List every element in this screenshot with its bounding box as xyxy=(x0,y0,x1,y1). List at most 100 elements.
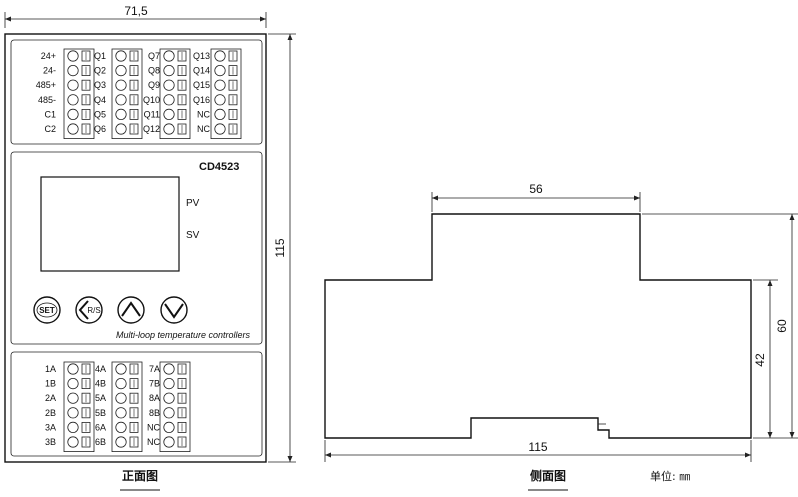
run-stop-arrow-icon xyxy=(78,300,89,320)
product-caption: Multi-loop temperature controllers xyxy=(116,330,251,340)
terminal-slot-icon xyxy=(228,94,238,106)
unit-label: 单位: ㎜ xyxy=(650,469,690,483)
terminal-screw-icon xyxy=(67,123,79,135)
terminal-slot-icon xyxy=(177,109,187,120)
terminal-label: Q2 xyxy=(94,66,106,76)
terminal-label: 7B xyxy=(149,379,160,389)
terminal-slot-icon xyxy=(129,363,139,375)
terminal-screw-icon xyxy=(115,377,127,390)
terminal-strip xyxy=(210,48,242,139)
terminal-strip xyxy=(159,48,191,139)
display-window xyxy=(40,176,180,272)
terminal-label: 485- xyxy=(38,95,56,105)
terminal-label: 2B xyxy=(45,408,56,418)
terminal-slot-icon xyxy=(81,79,91,91)
terminal-label: 3A xyxy=(45,422,56,432)
terminal-label: 24+ xyxy=(41,51,56,61)
terminal-label: Q5 xyxy=(94,109,106,119)
terminal-label: C2 xyxy=(44,124,56,134)
terminal-slot-icon xyxy=(228,50,238,62)
terminal-label: Q1 xyxy=(94,51,106,61)
terminal-screw-icon xyxy=(115,436,127,448)
terminal-slot-icon xyxy=(177,79,187,91)
terminal-screw-icon xyxy=(115,94,127,106)
front-view: 71,5 115 24+24-485+485-C1C2Q1Q2Q3Q4Q5Q6Q… xyxy=(4,4,296,491)
up-arrow-icon xyxy=(121,301,141,317)
terminal-slot-icon xyxy=(81,363,91,375)
terminal-screw-icon xyxy=(67,79,79,91)
pv-label: PV xyxy=(186,198,200,209)
terminal-label: 8A xyxy=(149,393,160,403)
terminal-label: Q16 xyxy=(193,95,210,105)
terminal-slot-icon xyxy=(129,65,139,76)
terminal-label: 4A xyxy=(95,364,106,374)
terminal-screw-icon xyxy=(214,50,226,62)
terminal-screw-icon xyxy=(67,392,79,404)
terminal-label: NC xyxy=(197,109,210,119)
terminal-label: 1B xyxy=(45,379,56,389)
terminal-screw-icon xyxy=(163,377,175,390)
terminal-screw-icon xyxy=(115,407,127,419)
terminal-label: Q4 xyxy=(94,95,106,105)
terminal-slot-icon xyxy=(177,94,187,106)
model-number: CD4523 xyxy=(199,161,239,173)
set-button[interactable]: SET xyxy=(33,296,61,324)
control-panel xyxy=(10,151,263,345)
side-view-title: 侧面图 xyxy=(530,468,566,483)
terminal-screw-icon xyxy=(115,79,127,91)
terminal-strip xyxy=(111,361,143,452)
terminal-screw-icon xyxy=(115,50,127,62)
terminal-screw-icon xyxy=(214,94,226,106)
terminal-label: Q14 xyxy=(193,66,210,76)
terminal-screw-icon xyxy=(163,407,175,419)
terminal-label: 1A xyxy=(45,364,56,374)
terminal-slot-icon xyxy=(228,79,238,91)
terminal-label: 5A xyxy=(95,393,106,403)
terminal-slot-icon xyxy=(81,378,91,390)
side-top-width-dimension: 56 xyxy=(529,182,543,196)
terminal-slot-icon xyxy=(81,436,91,448)
terminal-slot-icon xyxy=(81,65,91,76)
terminal-slot-icon xyxy=(129,421,139,433)
terminal-slot-icon xyxy=(177,407,187,419)
terminal-label: Q11 xyxy=(144,109,160,119)
down-button[interactable] xyxy=(160,296,188,324)
terminal-slot-icon xyxy=(177,50,187,62)
terminal-label: Q15 xyxy=(193,80,210,90)
sv-label: SV xyxy=(186,230,200,241)
side-profile-outline xyxy=(324,213,752,439)
terminal-screw-icon xyxy=(67,377,79,390)
terminal-slot-icon xyxy=(177,123,187,135)
run-stop-button[interactable]: R/S xyxy=(75,296,103,324)
terminal-strip xyxy=(63,361,95,452)
set-button-label: SET xyxy=(39,306,55,315)
terminal-screw-icon xyxy=(115,363,127,375)
terminal-slot-icon xyxy=(177,378,187,390)
terminal-screw-icon xyxy=(67,94,79,106)
terminal-label: 6A xyxy=(95,422,106,432)
terminal-label: 24- xyxy=(43,66,56,76)
terminal-screw-icon xyxy=(67,65,79,77)
side-bottom-width-dimension: 115 xyxy=(528,440,547,454)
top-terminal-block: 24+24-485+485-C1C2Q1Q2Q3Q4Q5Q6Q7Q8Q9Q10Q… xyxy=(36,48,242,139)
down-arrow-icon xyxy=(164,303,184,319)
terminal-label: NC xyxy=(197,124,210,134)
terminal-screw-icon xyxy=(214,79,226,91)
terminal-label: 3B xyxy=(45,437,56,447)
front-width-dimension: 71,5 xyxy=(124,4,148,18)
up-button[interactable] xyxy=(117,296,145,324)
terminal-label: C1 xyxy=(44,109,56,119)
terminal-screw-icon xyxy=(67,436,79,448)
terminal-screw-icon xyxy=(115,108,127,121)
terminal-screw-icon xyxy=(214,123,226,135)
terminal-label: 7A xyxy=(149,364,160,374)
terminal-slot-icon xyxy=(129,94,139,106)
terminal-label: Q7 xyxy=(148,51,160,61)
front-height-dimension: 115 xyxy=(273,238,287,257)
terminal-screw-icon xyxy=(67,363,79,375)
terminal-slot-icon xyxy=(177,65,187,76)
front-view-title: 正面图 xyxy=(122,469,158,483)
terminal-slot-icon xyxy=(129,123,139,135)
